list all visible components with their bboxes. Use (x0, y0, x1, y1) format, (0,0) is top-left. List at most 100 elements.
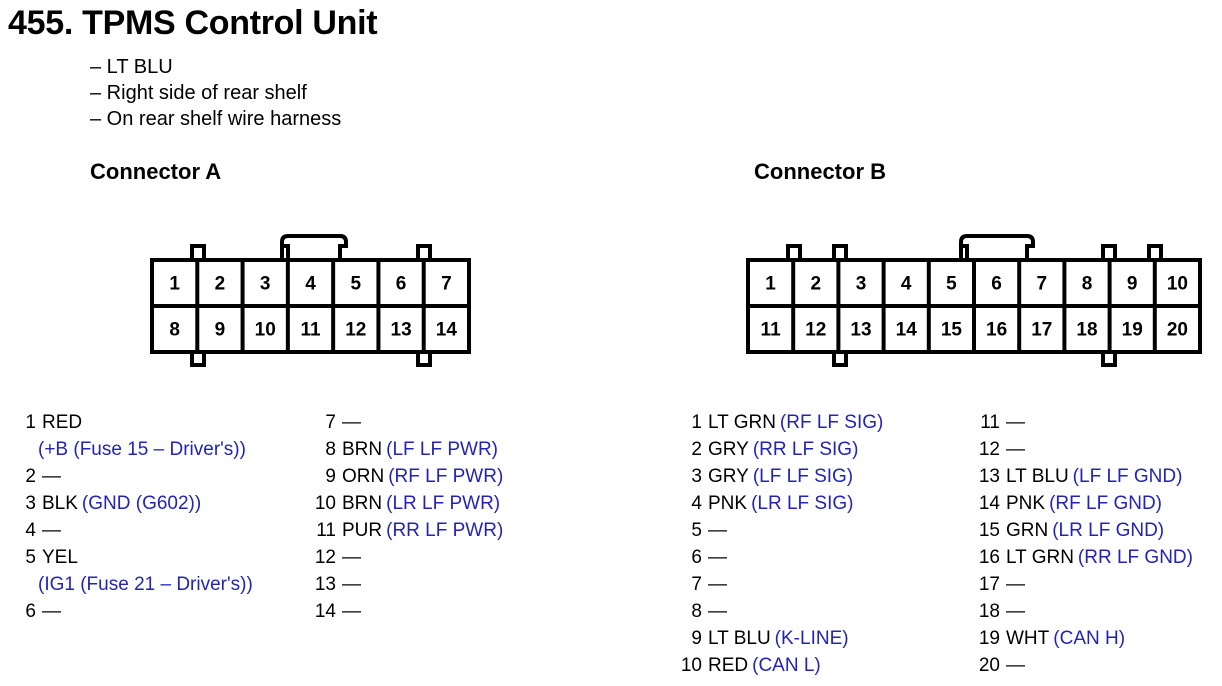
wire-color: PNK (1006, 493, 1046, 514)
pin-number: 12 (314, 547, 336, 568)
pin-entry: 2— (24, 463, 253, 490)
unused-pin-dash: — (1006, 655, 1025, 676)
wire-color: BRN (342, 439, 383, 460)
unused-pin-dash: — (1006, 439, 1025, 460)
wire-color: LT BLU (708, 628, 771, 649)
wire-color: LT GRN (708, 412, 776, 433)
connector-b-cavity-2: 2 (811, 274, 822, 295)
connector-b-cavity-16: 16 (986, 320, 1007, 341)
connector-a-latch (280, 234, 348, 260)
connector-b-tab (1101, 244, 1117, 262)
pin-entry: 12— (976, 436, 1193, 463)
connector-b-cavity-6: 6 (991, 274, 1002, 295)
unused-pin-dash: — (42, 466, 61, 487)
connector-a-cavity-5: 5 (350, 274, 361, 295)
wire-color: LT GRN (1006, 547, 1074, 568)
note-color: – LT BLU (90, 56, 173, 78)
connector-b-cavity-18: 18 (1076, 320, 1097, 341)
pin-number: 5 (25, 547, 36, 568)
wire-color: RED (42, 412, 83, 433)
pin-entry: 20— (976, 652, 1193, 679)
pin-number: 17 (978, 574, 1000, 595)
pin-number: 7 (325, 412, 336, 433)
unused-pin-dash: — (708, 520, 727, 541)
wire-color: ORN (342, 466, 385, 487)
pin-number: 2 (691, 439, 702, 460)
connector-b-tab (832, 350, 848, 367)
pin-entry: 4— (24, 517, 253, 544)
pin-entry: 11 — (976, 409, 1193, 436)
pin-entry: 17 — (976, 571, 1193, 598)
connector-a-cavity-9: 9 (215, 320, 226, 341)
connector-b-cavity-5: 5 (946, 274, 957, 295)
pin-number: 11 (316, 520, 336, 541)
pin-number: 14 (978, 493, 1000, 514)
connector-b-cavity-15: 15 (941, 320, 963, 341)
circuit-description: (RF LF SIG) (779, 412, 884, 433)
connector-a-cavity-3: 3 (260, 274, 271, 295)
circuit-description: (RR LF GND) (1077, 547, 1193, 568)
pin-number: 18 (978, 601, 1000, 622)
unused-pin-dash: — (1006, 574, 1025, 595)
circuit-description: (RF LF PWR) (388, 466, 504, 487)
connector-b-cavity-10: 10 (1167, 274, 1188, 295)
pin-number: 1 (691, 412, 702, 433)
circuit-description: (IG1 (Fuse 21 – Driver's)) (38, 574, 253, 595)
unused-pin-dash: — (42, 601, 61, 622)
pin-number: 7 (691, 574, 702, 595)
unused-pin-dash: — (342, 412, 361, 433)
pin-entry: 14 — (312, 598, 503, 625)
connector-b-cavity-12: 12 (805, 320, 826, 341)
pin-entry: 12 — (312, 544, 503, 571)
circuit-description: (LF LF PWR) (386, 439, 499, 460)
pin-number: 6 (691, 547, 702, 568)
connector-a-heading: Connector A (90, 159, 222, 184)
connector-b-cavity-3: 3 (856, 274, 867, 295)
connector-b-cavity-7: 7 (1037, 274, 1048, 295)
connector-a-cavity-6: 6 (396, 274, 407, 295)
unused-pin-dash: — (1006, 412, 1025, 433)
unused-pin-dash: — (42, 520, 61, 541)
connector-a-cavity-12: 12 (345, 320, 366, 341)
connector-a-cavity-10: 10 (255, 320, 276, 341)
wire-color: BLK (42, 493, 78, 514)
connector-b-tab (1147, 244, 1163, 262)
connector-b-cavity-11: 11 (761, 320, 782, 341)
pin-entry: 8— (678, 598, 883, 625)
connector-b-cavity-1: 1 (765, 274, 776, 295)
pin-number: 8 (325, 439, 336, 460)
circuit-description: (LF LF SIG) (752, 466, 854, 487)
connector-b-heading: Connector B (754, 159, 886, 184)
connector-a-cavity-13: 13 (391, 320, 412, 341)
pin-number: 11 (980, 412, 1000, 433)
pin-number: 14 (314, 601, 336, 622)
connector-a-cavity-11: 11 (300, 320, 321, 341)
unused-pin-dash: — (708, 547, 727, 568)
connector-b-cavity-13: 13 (850, 320, 871, 341)
connector-b-cavity-8: 8 (1082, 274, 1093, 295)
unused-pin-dash: — (342, 601, 361, 622)
unused-pin-dash: — (708, 574, 727, 595)
wire-color: YEL (42, 547, 78, 568)
pin-number: 10 (680, 655, 702, 676)
pin-entry: 7— (678, 571, 883, 598)
pin-entry: 1 LT GRN(RF LF SIG) (678, 409, 883, 436)
circuit-description: (CAN L) (752, 655, 821, 676)
pin-number: 5 (691, 520, 702, 541)
circuit-description: (LF LF GND) (1072, 466, 1183, 487)
pin-number: 6 (25, 601, 36, 622)
pin-number: 3 (25, 493, 36, 514)
connector-a-cavity-14: 14 (436, 320, 458, 341)
unused-pin-dash: — (342, 547, 361, 568)
